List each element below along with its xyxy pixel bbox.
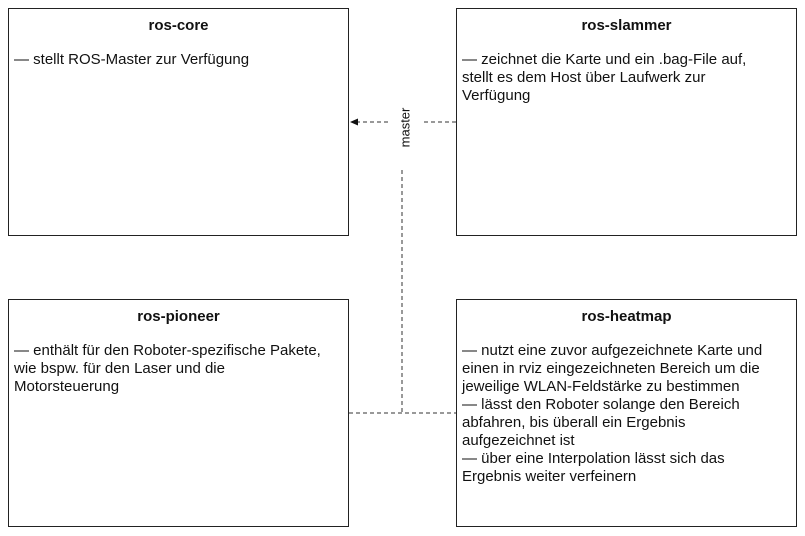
description-line: aufgezeichnet ist bbox=[462, 432, 575, 449]
node-ros-pioneer: ros-pioneer — enthält für den Roboter-sp… bbox=[8, 299, 349, 527]
node-ros-core: ros-core — stellt ROS-Master zur Verfügu… bbox=[8, 8, 349, 236]
description-line: abfahren, bis überall ein Ergebnis bbox=[462, 414, 686, 431]
node-title: ros-pioneer bbox=[137, 308, 220, 325]
node-ros-slammer: ros-slammer — zeichnet die Karte und ein… bbox=[456, 8, 797, 236]
node-description: — stellt ROS-Master zur Verfügung bbox=[14, 51, 344, 69]
description-line: — nutzt eine zuvor aufgezeichnete Karte … bbox=[462, 342, 763, 359]
description-line: — lässt den Roboter solange den Bereich bbox=[462, 396, 740, 413]
description-line: — enthält für den Roboter-spezifische Pa… bbox=[14, 342, 321, 359]
description-line: stellt es dem Host über Laufwerk zur bbox=[462, 69, 706, 86]
description-line: — über eine Interpolation lässt sich das bbox=[462, 450, 725, 467]
description-line: wie bspw. für den Laser und die bbox=[14, 360, 225, 377]
master-label-text: master bbox=[397, 107, 413, 147]
description-line: — stellt ROS-Master zur Verfügung bbox=[14, 51, 250, 68]
master-edge-label: master bbox=[392, 104, 418, 150]
description-line: einen in rviz eingezeichneten Bereich um… bbox=[462, 360, 760, 377]
node-description: — nutzt eine zuvor aufgezeichnete Karte … bbox=[462, 342, 792, 486]
node-title: ros-core bbox=[148, 17, 209, 34]
node-description: — enthält für den Roboter-spezifische Pa… bbox=[14, 342, 344, 396]
description-line: jeweilige WLAN-Feldstärke zu bestimmen bbox=[462, 378, 740, 395]
description-line: Ergebnis weiter verfeinern bbox=[462, 468, 637, 485]
description-line: Motorsteuerung bbox=[14, 378, 120, 395]
description-line: — zeichnet die Karte und ein .bag-File a… bbox=[462, 51, 747, 68]
description-line: Verfügung bbox=[462, 87, 531, 104]
node-title: ros-heatmap bbox=[581, 308, 672, 325]
node-ros-heatmap: ros-heatmap — nutzt eine zuvor aufgezeic… bbox=[456, 299, 797, 527]
node-title: ros-slammer bbox=[581, 17, 672, 34]
node-description: — zeichnet die Karte und ein .bag-File a… bbox=[462, 51, 792, 105]
